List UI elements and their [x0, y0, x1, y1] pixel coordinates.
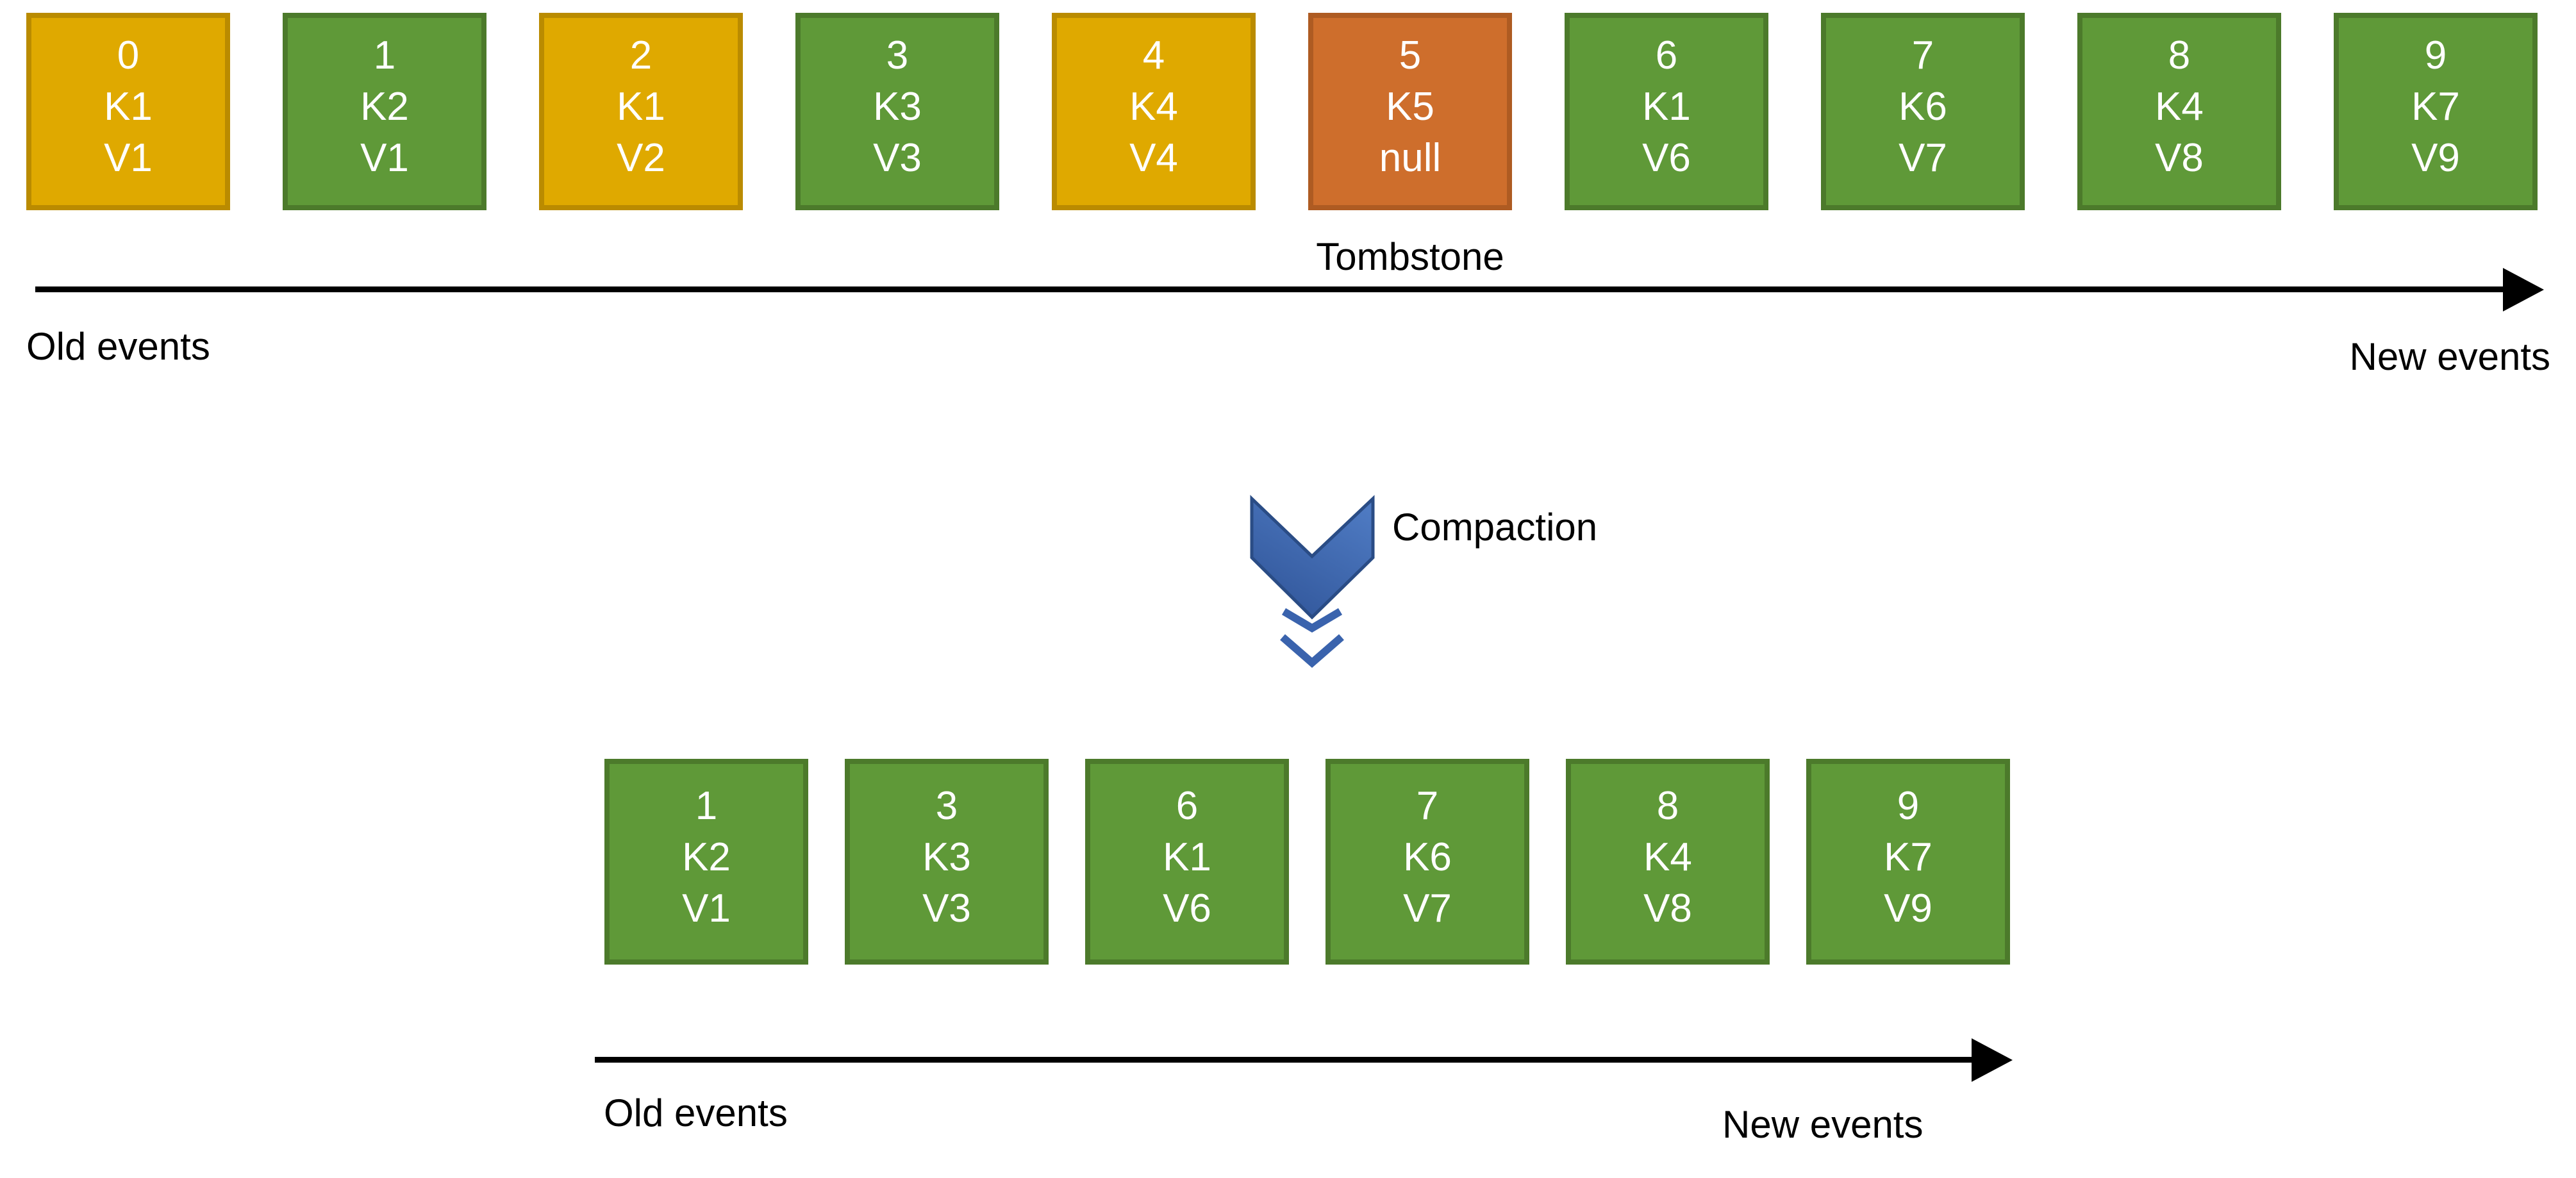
new-events-label: New events: [1722, 1103, 1924, 1146]
event-value: null: [1379, 136, 1442, 180]
event-key: K4: [1129, 85, 1178, 129]
event-box: 3 K3 V3: [795, 13, 999, 210]
event-offset: 1: [373, 33, 396, 78]
event-value: V6: [1163, 886, 1211, 931]
compaction-chevron-icon: [1250, 495, 1375, 668]
event-key: K2: [682, 834, 731, 879]
event-offset: 0: [117, 33, 140, 78]
event-key: K1: [1163, 834, 1211, 879]
compaction-label: Compaction: [1392, 506, 1598, 549]
uncompacted-event-row: 0 K1 V1 1 K2 V1 2 K1 V2 3 K3 V3 4 K4 V4 …: [26, 13, 2538, 210]
event-offset: 8: [1656, 783, 1679, 828]
event-box: 3 K3 V3: [845, 759, 1049, 965]
new-events-label: New events: [2349, 335, 2550, 378]
event-value: V7: [1403, 886, 1452, 931]
event-offset: 3: [935, 783, 958, 828]
bottom-arrowhead-icon: [1972, 1038, 2013, 1082]
top-timeline-arrow: [35, 286, 2504, 292]
event-offset: 4: [1142, 33, 1165, 78]
event-key: K7: [2411, 85, 2460, 129]
event-key: K3: [922, 834, 971, 879]
event-offset: 9: [2424, 33, 2447, 78]
old-events-label: Old events: [26, 325, 210, 368]
event-value: V1: [104, 136, 153, 180]
event-key: K5: [1386, 85, 1434, 129]
top-arrowhead-icon: [2503, 268, 2544, 311]
event-key: K3: [873, 85, 922, 129]
event-box: 7 K6 V7: [1821, 13, 2025, 210]
event-box: 1 K2 V1: [283, 13, 486, 210]
event-key: K7: [1884, 834, 1932, 879]
event-offset: 7: [1911, 33, 1934, 78]
event-value: V3: [873, 136, 922, 180]
event-box: 0 K1 V1: [26, 13, 230, 210]
event-value: V4: [1129, 136, 1178, 180]
event-box: 9 K7 V9: [2334, 13, 2538, 210]
event-value: V8: [2155, 136, 2204, 180]
event-value: V2: [617, 136, 665, 180]
event-key: K1: [104, 85, 153, 129]
event-offset: 8: [2168, 33, 2191, 78]
event-box-tombstone: 5 K5 null: [1308, 13, 1512, 210]
event-box: 7 K6 V7: [1325, 759, 1529, 965]
bottom-timeline-arrow: [595, 1057, 1973, 1063]
event-box: 2 K1 V2: [539, 13, 743, 210]
event-value: V6: [1642, 136, 1691, 180]
event-key: K6: [1899, 85, 1947, 129]
event-offset: 3: [886, 33, 909, 78]
event-value: V3: [922, 886, 971, 931]
event-value: V9: [2411, 136, 2460, 180]
event-key: K4: [1643, 834, 1692, 879]
event-box: 8 K4 V8: [2077, 13, 2281, 210]
event-offset: 7: [1416, 783, 1439, 828]
event-key: K1: [617, 85, 665, 129]
compacted-event-row: 1 K2 V1 3 K3 V3 6 K1 V6 7 K6 V7 8 K4 V8 …: [604, 759, 2010, 965]
event-value: V1: [682, 886, 731, 931]
event-offset: 9: [1897, 783, 1920, 828]
event-value: V7: [1899, 136, 1947, 180]
event-box: 4 K4 V4: [1052, 13, 1256, 210]
event-key: K2: [360, 85, 409, 129]
event-offset: 6: [1176, 783, 1199, 828]
event-value: V8: [1643, 886, 1692, 931]
event-key: K1: [1642, 85, 1691, 129]
event-key: K6: [1403, 834, 1452, 879]
event-key: K4: [2155, 85, 2204, 129]
old-events-label: Old events: [604, 1091, 788, 1134]
event-offset: 1: [695, 783, 718, 828]
event-value: V9: [1884, 886, 1932, 931]
event-box: 6 K1 V6: [1085, 759, 1289, 965]
event-offset: 6: [1655, 33, 1678, 78]
event-value: V1: [360, 136, 409, 180]
event-box: 6 K1 V6: [1565, 13, 1768, 210]
tombstone-label: Tombstone: [1316, 235, 1504, 278]
event-box: 8 K4 V8: [1566, 759, 1770, 965]
event-box: 9 K7 V9: [1806, 759, 2010, 965]
event-offset: 2: [629, 33, 652, 78]
event-box: 1 K2 V1: [604, 759, 808, 965]
event-offset: 5: [1399, 33, 1422, 78]
